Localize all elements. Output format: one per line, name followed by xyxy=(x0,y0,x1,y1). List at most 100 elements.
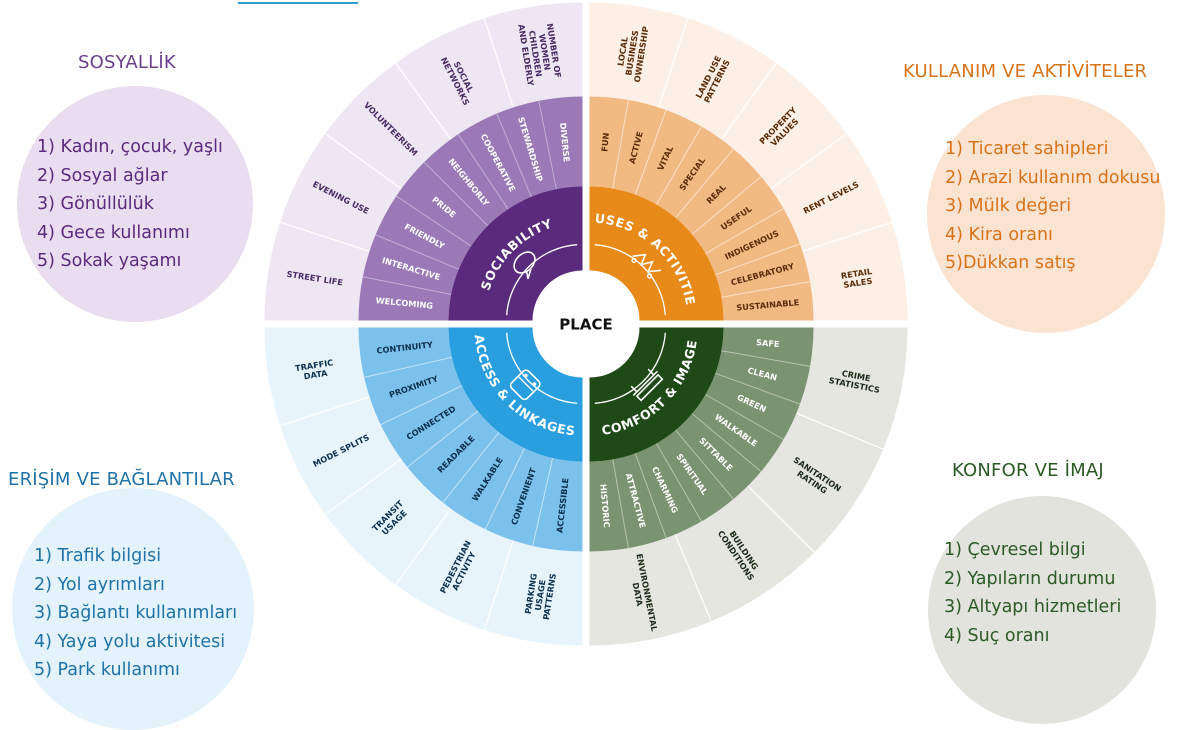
ring-divider xyxy=(324,458,402,515)
list-item: 4) Gece kullanımı xyxy=(37,222,190,243)
ring-divider xyxy=(364,356,452,378)
ring-divider xyxy=(532,458,554,546)
access-outer-ring xyxy=(264,327,583,646)
comfort-summary-list: 1) Çevresel bilgi 2) Yapıların durumu 3)… xyxy=(944,536,1121,650)
middle-ring-label: FUN xyxy=(599,132,611,152)
ring-divider xyxy=(279,221,370,252)
ring-divider xyxy=(484,448,525,530)
core-inner-arc xyxy=(594,332,666,404)
access-core-sector xyxy=(448,327,583,462)
sociability-summary-list: 1) Kadın, çocuk, yaşlı 2) Sosyal ağlar 3… xyxy=(37,133,223,276)
ring-divider xyxy=(634,109,667,195)
uses-summary-bubble: 1) Ticaret sahipleri 2) Arazi kullanım d… xyxy=(927,95,1165,333)
list-item: 2) Yol ayrımları xyxy=(34,574,165,595)
bus-icon xyxy=(509,369,541,401)
ring-divider xyxy=(380,385,462,426)
uses-outer-ring xyxy=(589,2,908,321)
list-item: 1) Kadın, çocuk, yaşlı xyxy=(37,137,223,157)
list-item: 4) Suç oranı xyxy=(944,625,1050,646)
outer-ring-label: RETAILSALES xyxy=(840,266,874,290)
list-item: 2) Sosyal ağlar xyxy=(37,165,168,186)
uses-core-sector xyxy=(589,186,724,321)
ring-divider xyxy=(375,234,459,270)
ring-divider xyxy=(720,62,777,140)
ring-divider xyxy=(279,396,370,427)
ring-divider xyxy=(691,176,762,235)
outer-ring-label: TRAFFICDATA xyxy=(294,357,335,382)
access-middle-ring xyxy=(358,327,583,552)
ring-divider xyxy=(705,394,784,440)
sociability-summary-title: SOSYALLİK xyxy=(78,52,176,73)
list-item: 1) Çevresel bilgi xyxy=(944,540,1086,560)
ring-divider xyxy=(770,133,848,190)
center-label: PLACE xyxy=(559,316,612,334)
ring-divider xyxy=(483,540,514,631)
ring-divider xyxy=(656,443,702,522)
ring-divider xyxy=(658,17,689,108)
ring-divider xyxy=(674,534,712,622)
center-disc xyxy=(538,276,634,372)
uses-summary-list: 1) Ticaret sahipleri 2) Arazi kullanım d… xyxy=(945,135,1160,278)
list-item: 4) Yaya yolu aktivitesi xyxy=(34,631,226,652)
sociability-core-sector xyxy=(448,186,583,321)
ring-divider xyxy=(538,100,557,190)
ring-divider xyxy=(362,276,452,295)
ring-divider xyxy=(802,221,893,252)
ring-divider xyxy=(675,429,734,500)
ring-divider xyxy=(457,133,509,210)
ring-divider xyxy=(395,508,452,586)
uses-summary-title: KULLANIM VE AKTİVİTELER xyxy=(903,61,1148,82)
list-item: 4) Kira oranı xyxy=(945,224,1053,245)
middle-ring-label: HISTORIC xyxy=(599,484,613,528)
ring-divider xyxy=(715,243,801,276)
sociability-summary-bubble: 1) Kadın, çocuk, yaşlı 2) Sosyal ağlar 3… xyxy=(17,86,253,322)
ring-divider xyxy=(721,350,811,367)
ring-divider xyxy=(423,161,489,227)
list-item: 3) Gönüllülük xyxy=(37,194,154,214)
list-item: 5) Sokak yaşamı xyxy=(37,251,182,271)
core-inner-arc xyxy=(594,244,666,316)
ring-divider xyxy=(395,195,472,247)
uses-middle-ring xyxy=(589,96,814,321)
comfort-summary-bubble: 1) Çevresel bilgi 2) Yapıların durumu 3)… xyxy=(928,496,1156,724)
ring-divider xyxy=(324,133,402,190)
list-item: 2) Arazi kullanım dokusu xyxy=(945,167,1161,188)
core-inner-arc xyxy=(506,244,578,316)
list-item: 1) Trafik bilgisi xyxy=(34,546,162,566)
sociability-outer-ring xyxy=(264,2,583,321)
top-link-underline xyxy=(238,0,358,4)
activities-icon xyxy=(631,253,662,279)
access-summary-list: 1) Trafik bilgisi 2) Yol ayrımları 3) Ba… xyxy=(34,542,237,685)
ring-divider xyxy=(442,431,500,503)
comfort-core-sector xyxy=(589,327,724,462)
ring-divider xyxy=(675,148,734,219)
speech-bubble-icon xyxy=(513,251,536,280)
middle-ring-label: SAFE xyxy=(756,337,780,349)
ring-divider xyxy=(656,126,702,205)
ring-divider xyxy=(747,485,815,553)
ring-divider xyxy=(612,459,629,549)
quadrant-access: CONTINUITYPROXIMITYCONNECTEDREADABLEWALK… xyxy=(264,327,583,646)
core-inner-arc xyxy=(506,332,578,404)
bench-icon xyxy=(630,368,664,402)
ring-divider xyxy=(705,208,784,254)
ring-divider xyxy=(483,17,514,108)
list-item: 5)Dükkan satış xyxy=(945,253,1076,273)
ring-divider xyxy=(796,412,884,450)
quadrant-comfort: SAFECLEANGREENWALKABLESITTABLESPIRITUALC… xyxy=(589,327,908,646)
ring-divider xyxy=(407,410,479,468)
list-item: 2) Yapıların durumu xyxy=(944,568,1116,589)
access-summary-title: ERİŞİM VE BAĞLANTILAR xyxy=(8,469,235,490)
list-item: 1) Ticaret sahipleri xyxy=(945,139,1109,159)
ring-divider xyxy=(496,113,532,197)
ring-divider xyxy=(715,372,801,405)
ring-divider xyxy=(612,99,629,189)
list-item: 5) Park kullanımı xyxy=(34,660,180,680)
list-item: 3) Bağlantı kullanımları xyxy=(34,603,238,623)
ring-divider xyxy=(395,62,452,140)
comfort-summary-title: KONFOR VE İMAJ xyxy=(952,460,1104,481)
list-item: 3) Altyapı hizmetleri xyxy=(944,597,1122,617)
comfort-middle-ring xyxy=(589,327,814,552)
ring-divider xyxy=(721,281,811,298)
